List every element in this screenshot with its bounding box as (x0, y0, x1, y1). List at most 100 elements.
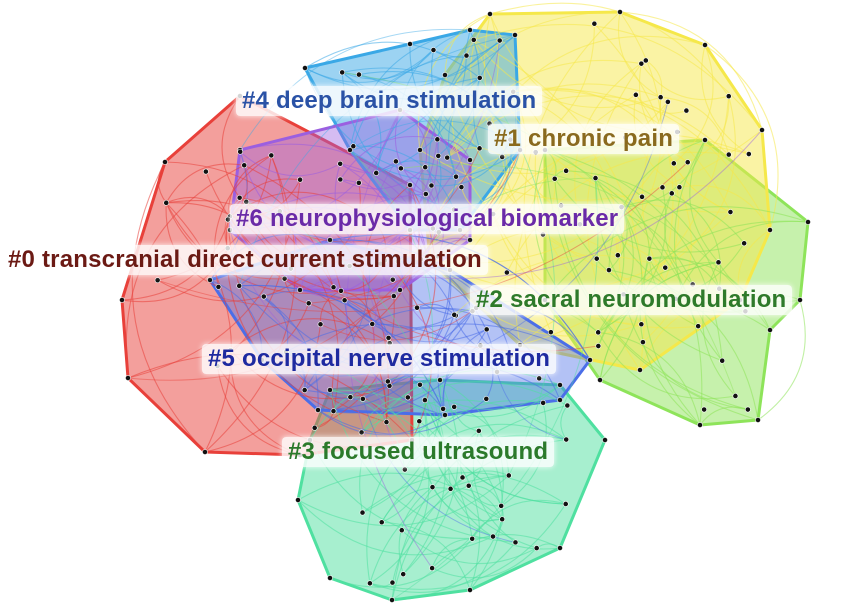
network-node (295, 497, 301, 503)
network-node (657, 94, 664, 101)
link-arc (398, 486, 433, 575)
network-node (557, 397, 563, 403)
network-node (496, 37, 503, 44)
network-node (390, 293, 397, 299)
network-node (668, 190, 675, 197)
network-node (417, 381, 423, 388)
network-node (805, 219, 811, 225)
network-node (202, 449, 208, 455)
network-node (367, 580, 373, 587)
link-arc (437, 34, 516, 156)
network-node (384, 378, 391, 385)
network-node (614, 252, 621, 259)
network-node (467, 587, 473, 593)
link-arc (381, 487, 451, 523)
network-node (327, 237, 333, 243)
network-node (404, 394, 411, 401)
network-node (684, 159, 691, 166)
network-node (339, 69, 346, 76)
link-arc (344, 299, 390, 339)
link-arc (345, 109, 433, 569)
link-arc (239, 285, 319, 411)
network-node (563, 436, 570, 443)
network-node (587, 357, 593, 363)
link-arc (619, 11, 763, 131)
network-node (467, 157, 473, 163)
network-node (637, 367, 643, 373)
link-arc (400, 163, 771, 331)
link-arc (645, 60, 663, 98)
link-arc (642, 186, 692, 343)
link-arc (660, 96, 730, 155)
network-node (458, 184, 465, 191)
link-arc (453, 406, 479, 432)
link-arc (424, 399, 566, 505)
network-node (347, 394, 354, 401)
link-arc (297, 475, 510, 527)
link-arc (446, 59, 642, 158)
link-arc (671, 192, 722, 289)
network-node (260, 293, 267, 300)
link-arc (362, 472, 567, 514)
link-arc (320, 307, 477, 341)
network-node (595, 329, 602, 336)
link-arc (227, 154, 272, 220)
link-arc (239, 284, 446, 416)
cluster-label-sacral-neuromodulation: #2 sacral neuromodulation (470, 285, 793, 315)
link-arc (489, 2, 730, 97)
link-arc (369, 503, 567, 590)
network-node (119, 297, 125, 303)
network-node (490, 533, 496, 540)
network-node (389, 276, 396, 283)
network-node (338, 287, 344, 294)
network-node (536, 375, 543, 382)
link-arc (339, 135, 438, 180)
network-node (237, 148, 244, 155)
network-node (451, 311, 458, 318)
link-arc (402, 384, 446, 575)
link-arc (597, 187, 667, 333)
network-node (551, 175, 558, 182)
network-node (759, 127, 765, 133)
network-node (414, 304, 420, 311)
network-node (400, 571, 407, 578)
network-node (442, 412, 448, 418)
network-node (701, 406, 708, 413)
network-node (767, 327, 773, 333)
network-node (358, 429, 365, 436)
network-node (695, 323, 702, 330)
network-node (540, 400, 547, 406)
network-node (467, 237, 473, 243)
link-arc (361, 399, 567, 440)
link-arc (297, 499, 494, 556)
network-node (373, 170, 380, 176)
network-node (606, 267, 612, 273)
network-node (476, 145, 483, 152)
link-arc (424, 400, 503, 520)
link-arc (221, 95, 241, 199)
network-node (378, 519, 385, 526)
network-node (642, 57, 649, 64)
link-arc (299, 139, 438, 291)
link-arc (157, 161, 167, 204)
network-node (503, 269, 510, 276)
link-arc (473, 39, 661, 109)
network-node (732, 393, 739, 399)
link-arc (513, 88, 771, 231)
link-arc (352, 55, 467, 147)
network-node (483, 326, 490, 333)
link-arc (471, 518, 503, 539)
link-arc (544, 149, 723, 361)
network-node (592, 175, 599, 181)
network-node (562, 501, 569, 507)
link-arc (297, 472, 503, 520)
network-node (302, 65, 308, 71)
network-node (350, 143, 357, 150)
network-node (315, 407, 321, 413)
link-arc (437, 138, 471, 161)
link-arc (431, 538, 473, 569)
link-arc (358, 34, 516, 83)
link-arc (362, 398, 516, 543)
link-arc (317, 314, 455, 411)
link-arc (659, 97, 731, 213)
